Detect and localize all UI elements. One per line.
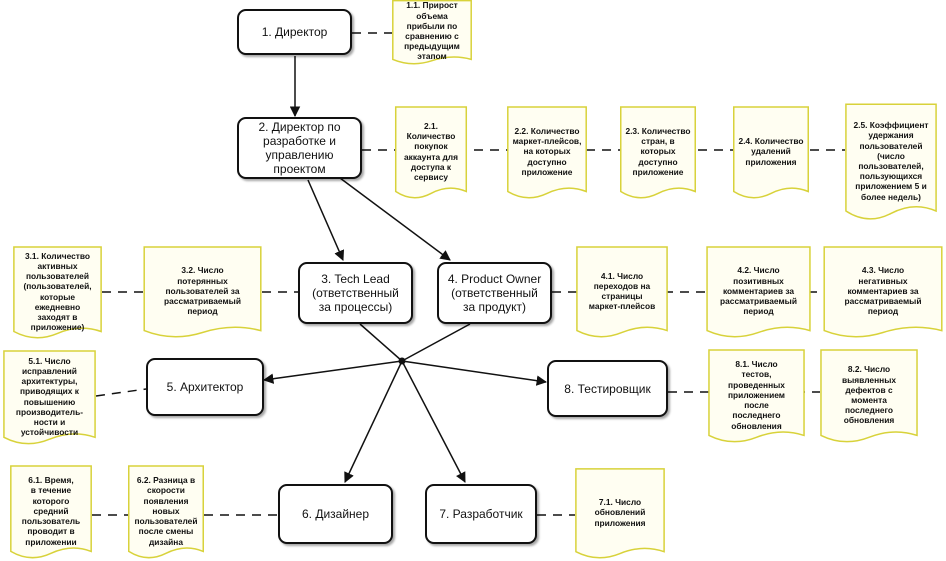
metric-2-3-text: 2.3. Количество стран, в которых доступн… (625, 125, 691, 177)
metric-8-1: 8.1. Число тестов, проведенных приложени… (708, 349, 805, 445)
role-designer[interactable]: 6. Дизайнер (278, 484, 393, 544)
metric-2-4-text: 2.4. Количество удалений приложения (738, 136, 804, 167)
arrow-dev-director-to-product-owner (339, 177, 451, 261)
metric-4-3-text: 4.3. Число негативных комментариев за ра… (844, 265, 922, 317)
role-product-owner[interactable]: 4. Product Owner (ответственный за проду… (437, 262, 552, 324)
role-tech-lead-label: 3. Tech Lead (ответственный за процессы) (312, 272, 399, 314)
metric-5-1: 5.1. Число исправлений архитектуры, прив… (3, 350, 96, 447)
metric-2-4: 2.4. Количество удалений приложения (733, 106, 809, 201)
metric-6-2: 6.2. Разница в скорости появления новых … (128, 465, 204, 561)
metric-4-2-text: 4.2. Число позитивных комментариев за ра… (720, 265, 797, 317)
role-director[interactable]: 1. Директор (237, 9, 352, 55)
role-developer-label: 7. Разработчик (439, 507, 523, 521)
metric-2-5: 2.5. Коэффициент удержания пользователей… (845, 103, 937, 223)
role-tester-label: 8. Тестировщик (564, 381, 651, 396)
metric-2-1-text: 2.1. Количество покупок аккаунта для дос… (403, 120, 459, 182)
metric-2-3: 2.3. Количество стран, в которых доступн… (620, 106, 696, 201)
metric-6-1-text: 6.1. Время, в течение которого средний п… (21, 475, 81, 547)
metric-8-2-text: 8.2. Число выявленных дефектов с момента… (841, 364, 897, 426)
metric-3-2: 3.2. Число потерянных пользователей за р… (143, 246, 262, 340)
role-dev-director[interactable]: 2. Директор по разработке и управлению п… (237, 117, 362, 179)
metric-4-1: 4.1. Число переходов на страницы маркет-… (576, 246, 668, 340)
dash-m5-1-to-architect (95, 388, 147, 397)
role-developer[interactable]: 7. Разработчик (425, 484, 537, 544)
metric-1-1: 1.1. Прирост объема прибыли по сравнению… (392, 0, 472, 66)
metric-6-2-text: 6.2. Разница в скорости появления новых … (134, 475, 198, 547)
hub-point (398, 357, 406, 365)
arrow-hub-to-designer (344, 360, 403, 483)
metric-4-3: 4.3. Число негативных комментариев за ра… (823, 246, 943, 340)
line-product-owner-to-hub (401, 323, 471, 362)
metric-1-1-text: 1.1. Прирост объема прибыли по сравнению… (404, 0, 460, 62)
metric-2-2: 2.2. Количество маркет-плейсов, на котор… (507, 106, 587, 201)
role-designer-label: 6. Дизайнер (301, 507, 370, 521)
arrow-hub-to-architect (262, 360, 403, 384)
metric-2-5-text: 2.5. Коэффициент удержания пользователей… (853, 120, 929, 202)
role-dev-director-label: 2. Директор по разработке и управлению п… (258, 120, 341, 176)
line-tech-lead-to-hub (359, 323, 403, 362)
role-director-label: 1. Директор (261, 25, 328, 39)
metric-5-1-text: 5.1. Число исправлений архитектуры, прив… (15, 355, 84, 438)
metric-4-1-text: 4.1. Число переходов на страницы маркет-… (588, 270, 656, 312)
metric-3-1-text: 3.1. Количество активных пользователей (… (23, 250, 92, 333)
metric-8-1-text: 8.1. Число тестов, проведенных приложени… (728, 359, 785, 431)
arrow-dev-director-to-tech-lead (307, 179, 345, 261)
metric-6-1: 6.1. Время, в течение которого средний п… (10, 465, 92, 561)
metric-2-2-text: 2.2. Количество маркет-плейсов, на котор… (512, 125, 582, 177)
arrow-hub-to-developer (401, 360, 466, 483)
arrow-hub-to-tester (401, 360, 548, 386)
metric-3-1: 3.1. Количество активных пользователей (… (13, 246, 102, 341)
metric-2-1: 2.1. Количество покупок аккаунта для дос… (395, 106, 467, 201)
role-tech-lead[interactable]: 3. Tech Lead (ответственный за процессы) (298, 262, 413, 324)
metric-7-1-text: 7.1. Число обновлений приложения (594, 497, 646, 528)
metric-7-1: 7.1. Число обновлений приложения (575, 468, 665, 561)
metric-3-2-text: 3.2. Число потерянных пользователей за р… (164, 265, 241, 317)
role-architect[interactable]: 5. Архитектор (146, 358, 264, 416)
metric-8-2: 8.2. Число выявленных дефектов с момента… (820, 349, 918, 445)
role-product-owner-label: 4. Product Owner (ответственный за проду… (447, 272, 542, 314)
metric-4-2: 4.2. Число позитивных комментариев за ра… (706, 246, 811, 340)
role-tester[interactable]: 8. Тестировщик (547, 360, 668, 417)
role-architect-label: 5. Архитектор (166, 380, 244, 394)
